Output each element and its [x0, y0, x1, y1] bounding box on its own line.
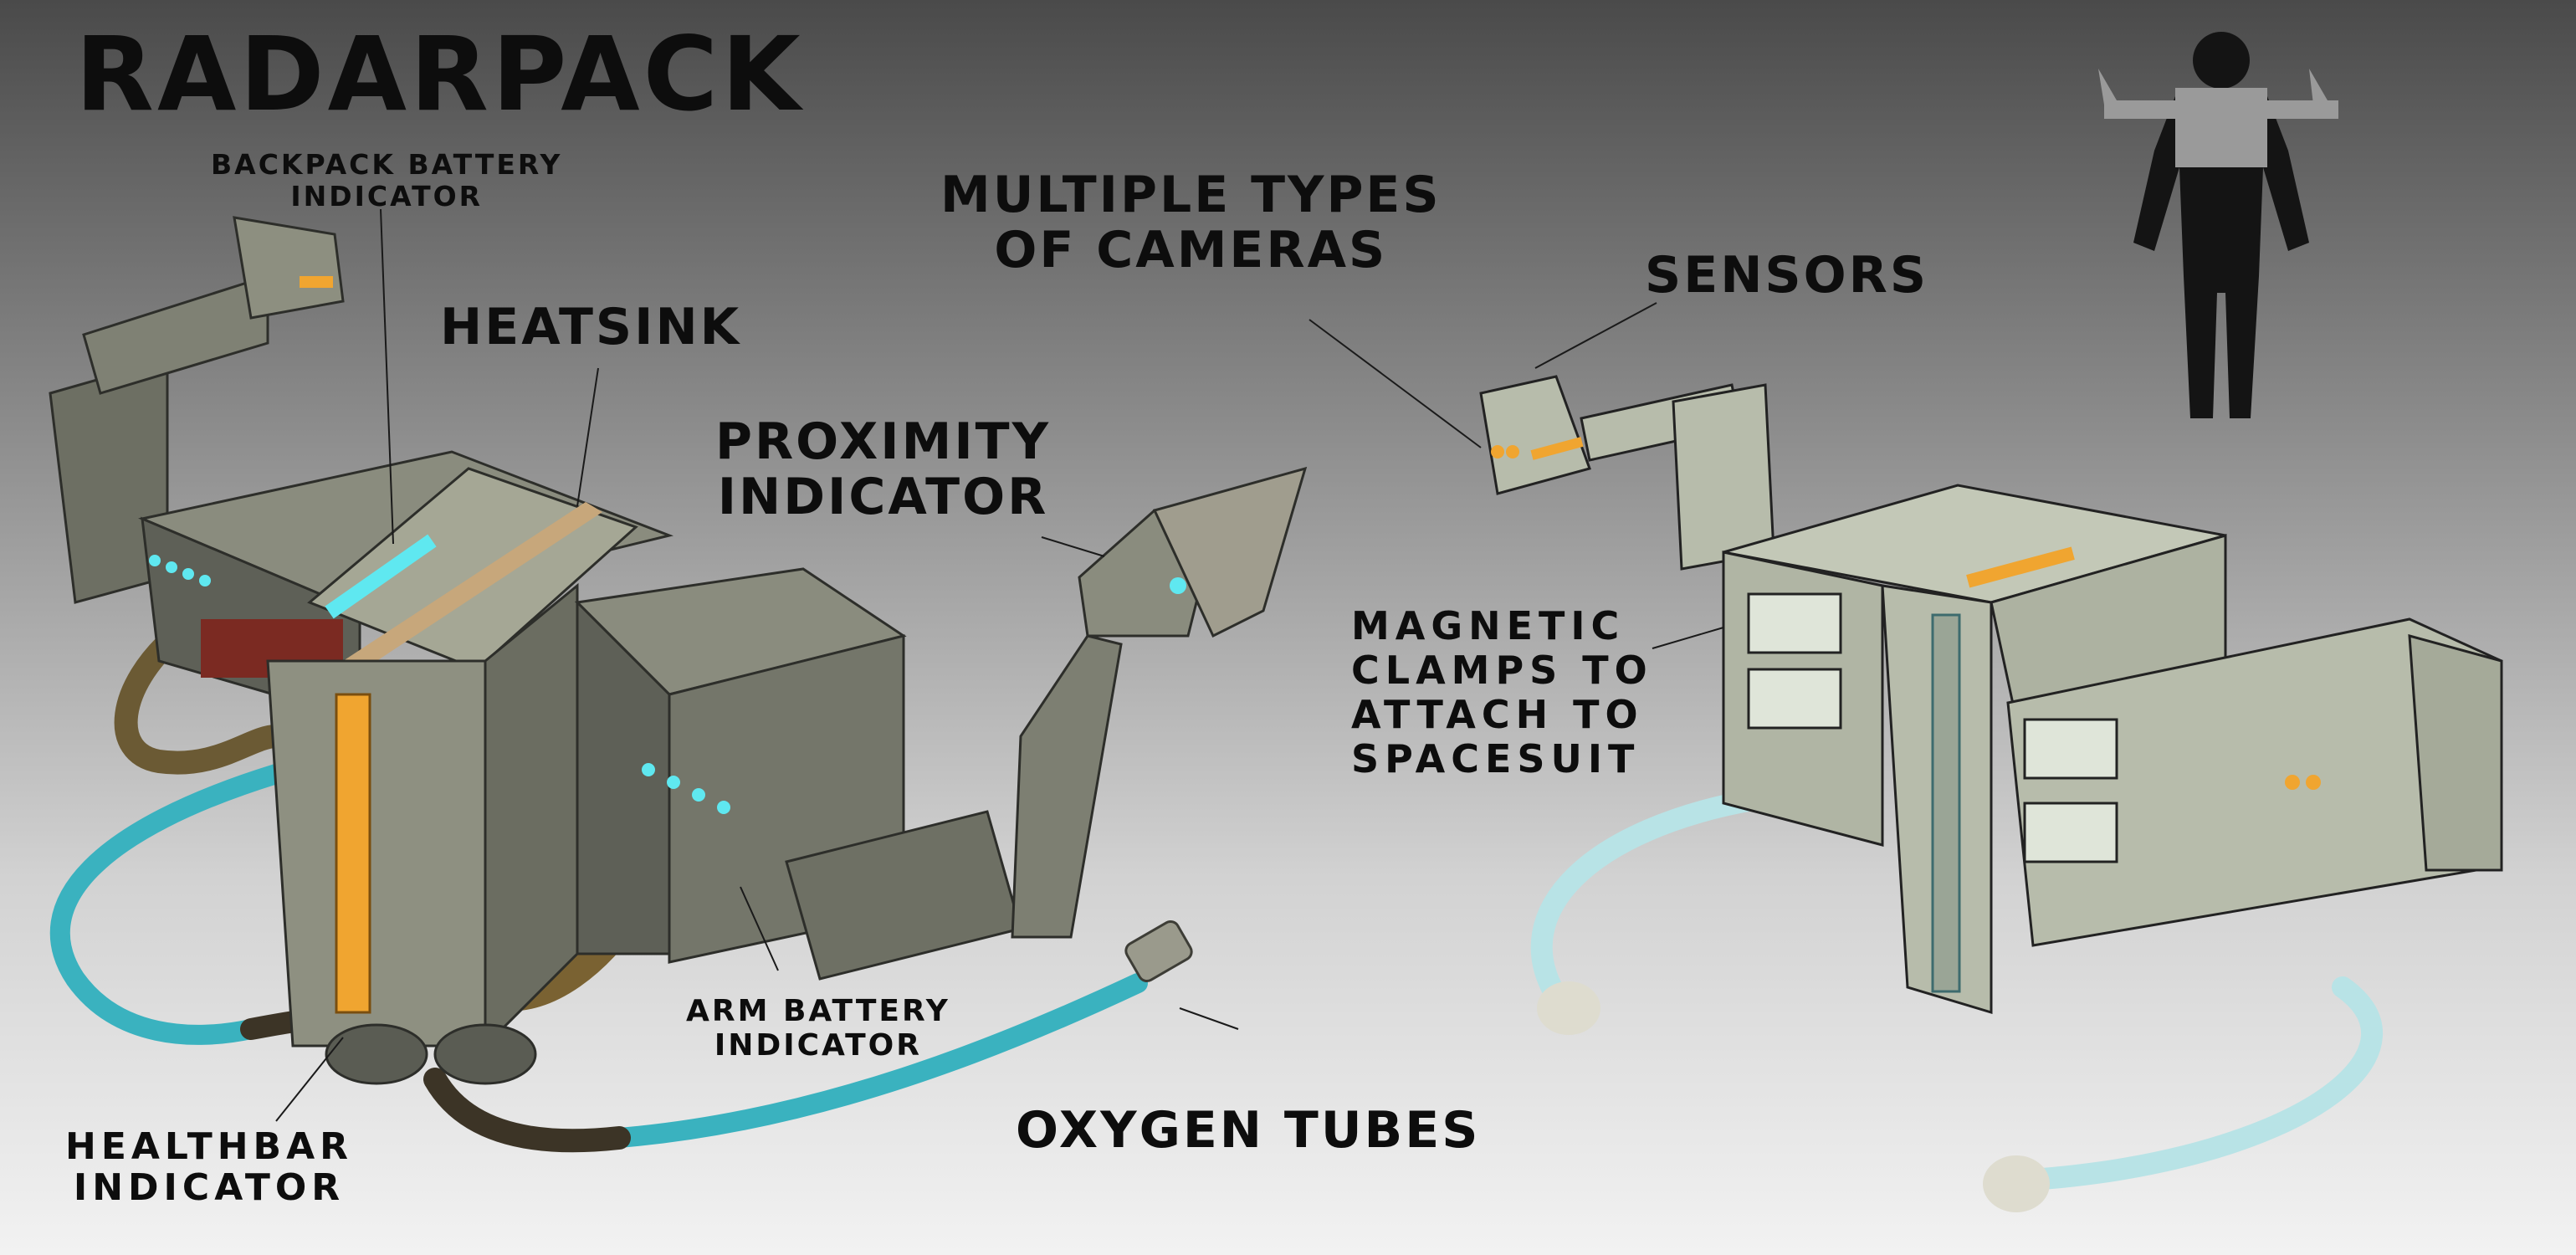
page-title: RADARPACK — [75, 15, 804, 134]
label-line: INDICATOR — [290, 179, 484, 213]
leader-lines — [275, 208, 1724, 1122]
tube-connector — [1124, 920, 1193, 982]
healthbar-glow — [335, 693, 371, 1014]
sketch-tube-right — [2014, 976, 2383, 1191]
label-line: INDICATOR — [717, 468, 1049, 526]
label-line: INDICATOR — [714, 1028, 922, 1063]
radarpack-sketch — [1479, 375, 2503, 1212]
label-line: MULTIPLE TYPES — [940, 166, 1442, 224]
label-line: INDICATOR — [73, 1166, 346, 1210]
label-arm-battery: ARM BATTERY INDICATOR — [686, 994, 950, 1063]
oxygen-tube-right — [609, 973, 1148, 1148]
label-oxygen-tubes: OXYGEN TUBES — [1016, 1101, 1481, 1160]
label-line: PROXIMITY — [715, 412, 1052, 471]
oxygen-tube-left — [49, 764, 286, 1045]
label-backpack-battery: BACKPACK BATTERY INDICATOR — [211, 149, 562, 213]
label-magnetic-clamps: MAGNETIC CLAMPS TO ATTACH TO SPACESUIT — [1351, 604, 1653, 781]
label-line: ATTACH TO — [1351, 691, 1644, 737]
label-healthbar: HEALTHBAR INDICATOR — [65, 1126, 353, 1209]
label-line: CLAMPS TO — [1351, 647, 1653, 693]
label-line: MAGNETIC — [1351, 603, 1626, 648]
radarpack-render — [49, 216, 1308, 1153]
label-sensors: SENSORS — [1645, 246, 1929, 305]
label-heatsink: HEATSINK — [440, 298, 742, 356]
sketch-tube-left — [1530, 788, 1768, 1007]
label-line: OF CAMERAS — [994, 221, 1388, 279]
human-silhouette-icon — [2098, 32, 2338, 418]
backpack-battery-bar — [325, 534, 437, 619]
label-line: HEALTHBAR — [65, 1125, 353, 1168]
label-cameras: MULTIPLE TYPES OF CAMERAS — [940, 167, 1442, 278]
label-proximity: PROXIMITY INDICATOR — [715, 414, 1051, 525]
label-line: BACKPACK BATTERY — [211, 148, 563, 181]
label-line: SPACESUIT — [1351, 735, 1641, 781]
strap-left — [114, 627, 278, 775]
label-line: ARM BATTERY — [686, 994, 950, 1028]
oxygen-tube-lower-dark — [423, 1068, 631, 1153]
